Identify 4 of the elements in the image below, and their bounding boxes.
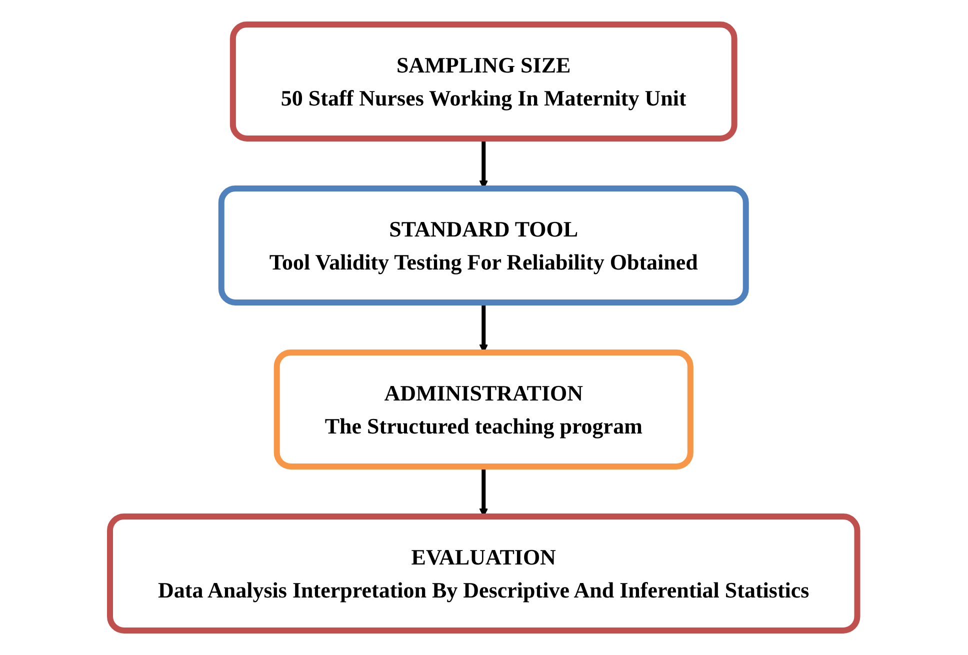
node-box: ADMINISTRATION The Structured teaching program: [274, 350, 694, 470]
node-box: SAMPLING SIZE 50 Staff Nurses Working In Maternity Unit: [230, 22, 738, 142]
node-box: STANDARD TOOL Tool Validity Testing For Reliability Obtained: [218, 186, 750, 306]
node-box: EVALUATION Data Analysis Interpretation By Descriptive And Inferential Statistics: [107, 514, 861, 634]
